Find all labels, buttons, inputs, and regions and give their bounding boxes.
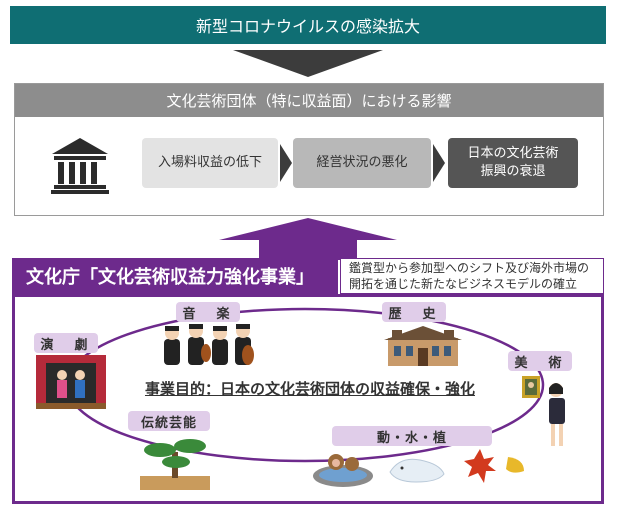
snow-monkey-onsen-icon xyxy=(313,454,373,487)
step-revenue-drop: 入場料収益の低下 xyxy=(142,138,278,188)
program-title-box: 文化庁「文化芸術収益力強化事業」 xyxy=(12,258,338,294)
tag-nature: 動・水・植 xyxy=(332,426,492,446)
top-banner: 新型コロナウイルスの感染拡大 xyxy=(10,6,606,44)
theater-stage-icon xyxy=(36,355,106,409)
step-management-worsen-label: 経営状況の悪化 xyxy=(316,155,408,170)
bonsai-icon xyxy=(140,439,210,490)
autumn-leaves-icon xyxy=(464,449,524,483)
beluga-icon xyxy=(389,458,445,483)
historic-building-icon xyxy=(384,326,462,366)
step-revenue-drop-label: 入場料収益の低下 xyxy=(157,155,262,170)
tag-history: 歴 史 xyxy=(382,302,446,322)
art-docent-icon xyxy=(522,376,565,446)
program-objective: 事業目的：日本の文化芸術団体の収益確保・強化 xyxy=(144,380,475,398)
program-title: 文化庁「文化芸術収益力強化事業」 xyxy=(26,267,314,288)
orchestra-icon xyxy=(164,324,254,365)
tag-theater: 演 劇 xyxy=(34,333,98,353)
tag-traditional: 伝統芸能 xyxy=(128,411,210,431)
program-note-line1: 鑑賞型から参加型へのシフト及び海外市場の xyxy=(349,261,590,275)
step-management-worsen: 経営状況の悪化 xyxy=(293,138,431,188)
impact-header: 文化芸術団体（特に収益面）における影響 xyxy=(15,84,603,117)
impact-header-text: 文化芸術団体（特に収益面）における影響 xyxy=(166,92,452,110)
tag-art: 美 術 xyxy=(508,351,572,371)
impact-section: 文化芸術団体（特に収益面）における影響 入場料収益の低下 経営状況の悪化 日本の… xyxy=(14,83,604,216)
step-culture-decline-line2: 振興の衰退 xyxy=(480,164,546,179)
top-banner-title: 新型コロナウイルスの感染拡大 xyxy=(195,17,420,36)
museum-icon xyxy=(51,138,109,194)
step-culture-decline: 日本の文化芸術 振興の衰退 xyxy=(448,138,578,188)
up-arrow-icon xyxy=(219,218,397,260)
step-culture-decline-line1: 日本の文化芸術 xyxy=(467,146,559,161)
program-note-line2: 開拓を通じた新たなビジネスモデルの確立 xyxy=(349,277,578,291)
program-note: 鑑賞型から参加型へのシフト及び海外市場の 開拓を通じた新たなビジネスモデルの確立 xyxy=(340,258,604,294)
tag-music: 音 楽 xyxy=(176,302,240,322)
down-arrow-icon xyxy=(233,50,383,77)
chevron-right-icon xyxy=(280,144,292,182)
program-panel xyxy=(12,294,604,504)
chevron-right-icon xyxy=(433,144,445,182)
